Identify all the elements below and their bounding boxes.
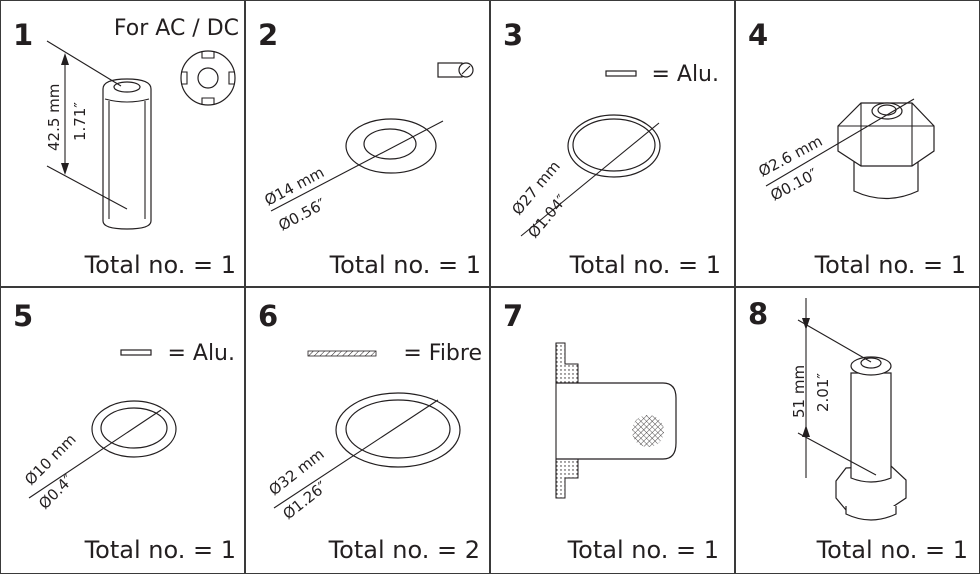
armature-tube-icon	[835, 356, 907, 521]
length-mm: 42.5 mm	[45, 84, 63, 151]
filter-icon	[555, 342, 677, 499]
material-label: = Alu.	[651, 62, 719, 87]
dimension-line	[270, 120, 444, 212]
dimension-line	[46, 40, 128, 210]
gasket-icon	[335, 392, 461, 468]
part-number: 2	[258, 18, 278, 52]
dimension-line	[520, 122, 660, 237]
part-cell-4: 4 Ø2.6 mm Ø0.10″ Total no. = 1	[735, 0, 980, 287]
part-cell-8: 8 51 mm 2.01″ Total no. = 1	[735, 287, 980, 574]
flat-section-icon	[120, 349, 152, 356]
dimension-line	[797, 298, 877, 478]
gasket-icon	[567, 114, 661, 178]
material-label: = Alu.	[167, 341, 235, 366]
total-count: Total no. = 1	[569, 251, 721, 279]
total-count: Total no. = 1	[84, 251, 236, 279]
dimension-line	[765, 98, 915, 187]
length-in: 1.71″	[71, 102, 89, 141]
top-view-icon	[180, 50, 236, 106]
total-count: Total no. = 1	[329, 251, 481, 279]
length-in: 2.01″	[814, 373, 832, 412]
part-number: 5	[13, 299, 33, 333]
dimension-line	[28, 409, 162, 499]
round-section-icon	[437, 62, 474, 78]
part-number: 4	[748, 18, 768, 52]
part-cell-3: 3 = Alu. Ø27 mm Ø1.04″ Total no. = 1	[490, 0, 735, 287]
part-number: 6	[258, 299, 278, 333]
part-cell-6: 6 = Fibre Ø32 mm Ø1.26″ Total no. = 2	[245, 287, 490, 574]
hatched-section-icon	[307, 350, 377, 357]
part-cell-1: 1 For AC / DC 42.5 mm 1.71″ Total no. = …	[0, 0, 245, 287]
part-number: 7	[503, 299, 523, 333]
hex-nozzle-icon	[837, 102, 935, 200]
length-mm: 51 mm	[790, 365, 808, 418]
coil-sleeve-icon	[102, 78, 152, 230]
total-count: Total no. = 1	[84, 536, 236, 564]
total-count: Total no. = 1	[814, 251, 966, 279]
dimension-line	[273, 399, 439, 509]
gasket-icon	[91, 400, 177, 458]
total-count: Total no. = 1	[567, 536, 719, 564]
flat-section-icon	[605, 70, 637, 77]
part-cell-2: 2 Ø14 mm Ø0.56″ Total no. = 1	[245, 0, 490, 287]
material-label: = Fibre	[403, 341, 482, 366]
part-number: 1	[13, 18, 33, 52]
part-cell-5: 5 = Alu. Ø10 mm Ø0.4″ Total no. = 1	[0, 287, 245, 574]
part-number: 8	[748, 297, 768, 331]
total-count: Total no. = 1	[816, 536, 968, 564]
part-note: For AC / DC	[114, 16, 239, 41]
total-count: Total no. = 2	[328, 536, 480, 564]
part-number: 3	[503, 18, 523, 52]
part-cell-7: 7 Total no. = 1	[490, 287, 735, 574]
